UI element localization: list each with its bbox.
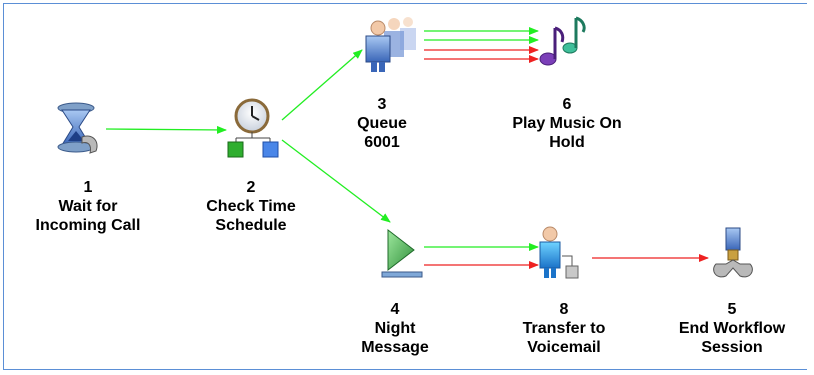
node-4-line-1: Night bbox=[374, 320, 416, 337]
node-5-label: 5 End Workflow Session bbox=[660, 300, 804, 357]
node-8-line-1: Transfer to bbox=[522, 320, 606, 337]
node-8-number: 8 bbox=[559, 301, 569, 318]
end-session-icon[interactable] bbox=[713, 227, 753, 278]
node-2-line-2: Schedule bbox=[215, 217, 287, 234]
node-2-line-1: Check Time bbox=[206, 198, 296, 215]
play-message-icon[interactable] bbox=[381, 228, 423, 278]
node-5-line-1: End Workflow bbox=[678, 320, 786, 337]
node-6-label: 6 Play Music On Hold bbox=[490, 95, 644, 152]
clock-schedule-icon[interactable] bbox=[227, 98, 279, 158]
node-3-line-2: 6001 bbox=[364, 134, 400, 151]
node-2-label: 2 Check Time Schedule bbox=[186, 178, 316, 235]
node-1-line-1: Wait for bbox=[58, 198, 118, 215]
node-3-label: 3 Queue 6001 bbox=[340, 95, 424, 152]
node-1-number: 1 bbox=[83, 179, 93, 196]
node-2-number: 2 bbox=[246, 179, 256, 196]
node-6-number: 6 bbox=[562, 96, 572, 113]
music-notes-icon[interactable] bbox=[539, 16, 586, 66]
node-4-label: 4 Night Message bbox=[350, 300, 440, 357]
node-1-label: 1 Wait for Incoming Call bbox=[20, 178, 156, 235]
node-8-line-2: Voicemail bbox=[527, 339, 601, 356]
node-5-line-2: Session bbox=[701, 339, 763, 356]
node-4-number: 4 bbox=[390, 301, 400, 318]
connector-2-to-3[interactable] bbox=[281, 49, 363, 121]
transfer-voicemail-icon[interactable] bbox=[539, 226, 579, 279]
node-3-number: 3 bbox=[377, 96, 387, 113]
node-8-label: 8 Transfer to Voicemail bbox=[494, 300, 634, 357]
node-6-line-1: Play Music On bbox=[512, 115, 622, 132]
queue-agents-icon[interactable] bbox=[365, 17, 416, 72]
hourglass-phone-icon[interactable] bbox=[57, 102, 98, 154]
node-3-line-1: Queue bbox=[357, 115, 407, 132]
connector-2-to-4[interactable] bbox=[281, 139, 391, 223]
node-4-line-2: Message bbox=[361, 339, 429, 356]
workflow-canvas-border bbox=[3, 3, 807, 370]
node-1-line-2: Incoming Call bbox=[35, 217, 141, 234]
node-5-number: 5 bbox=[727, 301, 737, 318]
node-6-line-2: Hold bbox=[549, 134, 585, 151]
connector-1-to-2[interactable] bbox=[105, 125, 227, 134]
